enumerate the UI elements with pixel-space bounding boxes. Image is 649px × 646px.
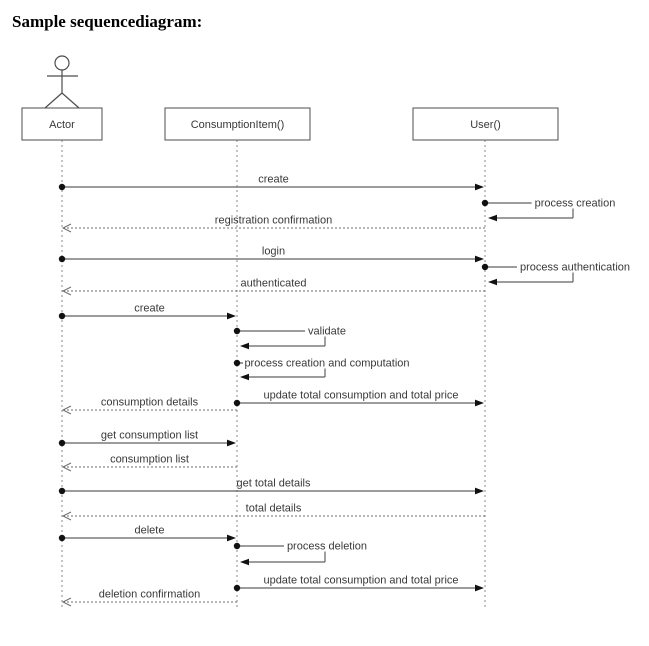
message-open-arrowhead — [61, 286, 72, 296]
actor-stick-figure — [44, 55, 80, 109]
message-get-total-details: get total details — [58, 478, 484, 495]
message-source-dot — [58, 312, 66, 320]
message-get-consumption-list: get consumption list — [58, 430, 236, 447]
message-total-details: total details — [61, 503, 485, 521]
message-label: get total details — [237, 478, 311, 490]
message-label: total details — [246, 503, 302, 515]
self-message-arrowhead — [240, 342, 249, 350]
message-label: get consumption list — [101, 430, 198, 442]
message-process-creation-and-computation: process creation and computation — [233, 358, 410, 381]
message-source-dot — [58, 183, 66, 191]
message-update-total-consumption-and-total-price: update total consumption and total price — [233, 390, 484, 407]
lifeline-header-box — [164, 107, 311, 141]
self-message-arrowhead — [488, 278, 497, 286]
message-arrowhead — [475, 399, 484, 407]
lifeline-header-box — [21, 107, 103, 141]
lifeline-user: User() — [412, 107, 559, 610]
self-message-arrowhead — [240, 373, 249, 381]
message-process-deletion: process deletion — [233, 541, 367, 566]
message-validate: validate — [233, 326, 346, 350]
message-label: update total consumption and total price — [263, 575, 458, 587]
message-source-dot — [233, 542, 241, 550]
message-label: process creation — [535, 198, 616, 210]
message-consumption-details: consumption details — [61, 397, 237, 415]
message-label: login — [262, 246, 285, 258]
lifeline-label: User() — [470, 119, 501, 131]
message-arrowhead — [475, 487, 484, 495]
actor-head — [54, 55, 70, 71]
message-source-dot — [58, 534, 66, 542]
message-arrowhead — [475, 584, 484, 592]
message-source-dot — [481, 263, 489, 271]
message-label: consumption details — [101, 397, 199, 409]
lifeline-label: Actor — [49, 119, 75, 131]
message-label: authenticated — [240, 278, 306, 290]
message-open-arrowhead — [61, 223, 72, 233]
message-open-arrowhead — [61, 597, 72, 607]
message-label: process creation and computation — [244, 358, 409, 370]
message-label: deletion confirmation — [99, 589, 201, 601]
message-label: validate — [308, 326, 346, 338]
lifeline-actor: Actor — [21, 55, 103, 610]
message-source-dot — [233, 327, 241, 335]
message-arrowhead — [475, 183, 484, 191]
message-deletion-confirmation: deletion confirmation — [61, 589, 237, 607]
message-create: create — [58, 303, 236, 320]
message-process-creation: process creation — [481, 198, 616, 222]
lifeline-header-box — [412, 107, 559, 141]
lifeline-consumptionitem: ConsumptionItem() — [164, 107, 311, 610]
message-authenticated: authenticated — [61, 278, 485, 296]
message-process-authentication: process authentication — [481, 262, 630, 286]
message-label: process authentication — [520, 262, 630, 274]
message-login: login — [58, 246, 484, 263]
self-message-arrowhead — [240, 558, 249, 566]
message-arrowhead — [227, 534, 236, 542]
message-consumption-list: consumption list — [61, 454, 237, 472]
message-open-arrowhead — [61, 462, 72, 472]
message-source-dot — [233, 584, 241, 592]
message-label: consumption list — [110, 454, 189, 466]
message-arrowhead — [475, 255, 484, 263]
message-label: create — [134, 303, 165, 315]
self-message-arrowhead — [488, 214, 497, 222]
message-source-dot — [58, 255, 66, 263]
message-label: process deletion — [287, 541, 367, 553]
lifeline-label: ConsumptionItem() — [191, 119, 285, 131]
message-source-dot — [58, 487, 66, 495]
message-label: registration confirmation — [215, 215, 332, 227]
message-registration-confirmation: registration confirmation — [61, 215, 485, 233]
message-source-dot — [481, 199, 489, 207]
message-source-dot — [233, 359, 241, 367]
message-arrowhead — [227, 439, 236, 447]
message-create: create — [58, 174, 484, 191]
message-source-dot — [58, 439, 66, 447]
message-label: update total consumption and total price — [263, 390, 458, 402]
message-label: delete — [135, 525, 165, 537]
page-title: Sample sequencediagram: — [12, 12, 203, 31]
message-delete: delete — [58, 525, 236, 542]
message-open-arrowhead — [61, 511, 72, 521]
actor-left-leg — [44, 92, 63, 109]
message-source-dot — [233, 399, 241, 407]
message-open-arrowhead — [61, 405, 72, 415]
message-label: create — [258, 174, 289, 186]
message-arrowhead — [227, 312, 236, 320]
actor-right-leg — [61, 92, 80, 109]
message-update-total-consumption-and-total-price: update total consumption and total price — [233, 575, 484, 592]
